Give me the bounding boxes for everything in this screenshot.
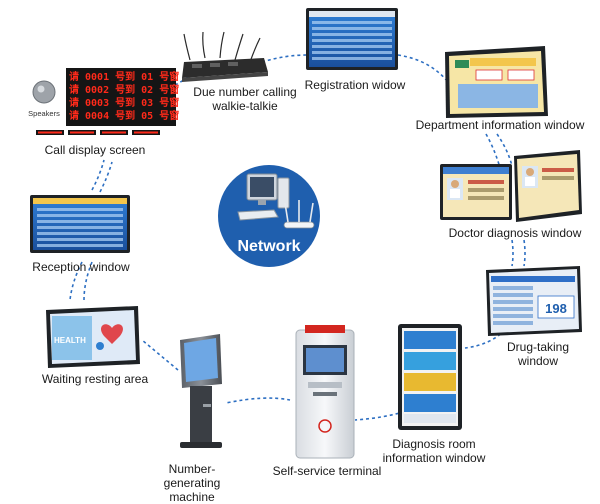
led-row: 请 0002 号到 02 号窗	[69, 83, 179, 96]
label-walkie-talkie: Due number calling walkie-talkie	[193, 85, 297, 113]
self-service-node	[295, 325, 355, 459]
speaker-label: Speakers	[28, 109, 60, 118]
link-numbergen-to-waiting	[141, 339, 179, 371]
label-reception: Reception window	[32, 260, 130, 274]
label-self-service: Self-service terminal	[272, 464, 382, 478]
drug-screen-number: 198	[545, 301, 567, 316]
link-waiting-to-reception	[69, 261, 83, 301]
call-display-node: Speakers 请 0001 号到 01 号窗 请 0002 号到 02 号窗…	[28, 68, 179, 135]
doctor-diagnosis-node	[440, 150, 582, 222]
network-hub: Network	[218, 165, 320, 267]
router-icon	[283, 200, 315, 229]
heart-icon	[101, 324, 123, 344]
microphone-icon	[183, 31, 261, 63]
hub-tower	[277, 177, 290, 209]
number-generating-node	[180, 334, 222, 448]
mini-led-strips	[36, 130, 160, 135]
hub-keyboard	[237, 209, 279, 221]
link-reception-to-call-2	[99, 161, 113, 193]
drug-taking-node: 198	[486, 266, 582, 336]
label-call-display: Call display screen	[44, 143, 146, 157]
label-drug-taking: Drug-taking window	[506, 340, 570, 368]
link-walkie-to-registration	[261, 54, 308, 63]
led-row: 请 0003 号到 03 号窗	[69, 96, 179, 109]
reception-node	[30, 195, 130, 253]
led-row: 请 0004 号到 05 号窗	[69, 109, 179, 122]
label-registration: Registration widow	[304, 78, 406, 92]
link-terminal-to-numbergen	[225, 397, 291, 404]
link-waiting-to-reception-2	[83, 261, 93, 301]
registration-node	[306, 8, 398, 70]
waiting-area-node: HEALTH	[46, 306, 140, 368]
label-diagnosis-room: Diagnosis room information window	[382, 437, 486, 465]
link-registration-to-department	[397, 54, 449, 83]
diagnosis-room-node	[398, 324, 462, 430]
link-department-to-doctor-2	[496, 133, 513, 167]
link-doctor-to-drug-2	[523, 239, 526, 267]
label-number-generating: Number-generating machine	[163, 462, 221, 504]
hub-label: Network	[237, 238, 300, 255]
led-panel	[66, 68, 176, 126]
link-doctor-to-drug	[511, 239, 514, 267]
emblem-icon	[318, 419, 332, 433]
waiting-screen-text: HEALTH	[54, 336, 86, 345]
label-waiting-area: Waiting resting area	[41, 372, 149, 386]
department-info-node	[445, 46, 548, 118]
connection-links	[69, 54, 526, 421]
speaker-icon	[32, 80, 56, 104]
link-reception-to-call	[91, 159, 105, 191]
link-department-to-doctor	[485, 133, 501, 169]
label-department-info: Department information window	[415, 118, 585, 132]
walkie-talkie-node	[182, 31, 268, 82]
led-row: 请 0001 号到 01 号窗	[69, 70, 179, 83]
label-doctor-diagnosis: Doctor diagnosis window	[448, 226, 582, 240]
